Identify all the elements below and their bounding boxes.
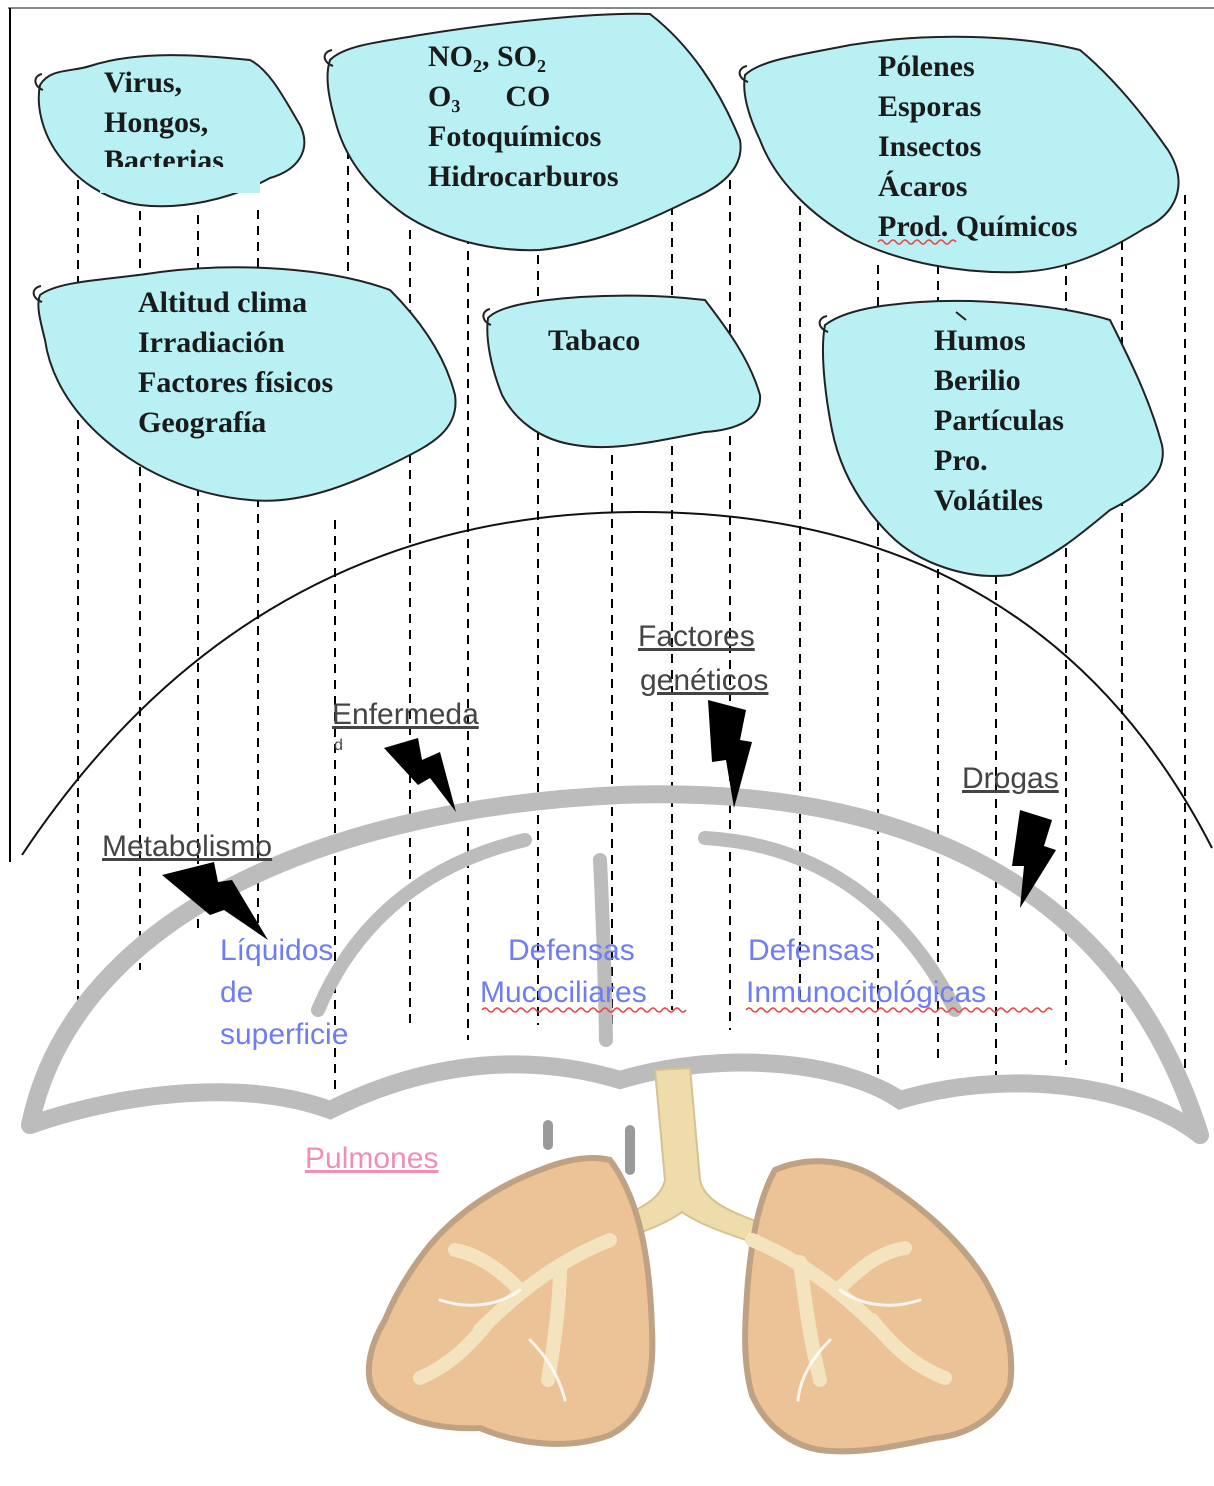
cloud-shape [487,296,760,448]
cloud-line: Berilio [934,364,1021,397]
cloud-line: Altitud clima [138,286,307,319]
right-lung [745,1161,1011,1451]
cloud-line: Pólenes [878,50,975,83]
defense-line: Líquidos [220,934,333,967]
cloud-line: Hongos, [104,106,208,139]
factor-metabolismo-label: Metabolismo [102,830,272,863]
cloud-pollutants: NO₂, SO₂ O₃ CO Fotoquímicos Hidrocarburo… [325,14,741,250]
defense-line: Inmunocitológicas [746,976,986,1009]
lightning-bolt-icon [384,738,456,812]
factor-geneticos-label-line1: Factores [638,620,755,653]
defense-inmuno-label: Defensas Inmunocitológicas [746,934,986,1009]
defense-mucociliares-label: Defensas Mucociliares [480,934,647,1009]
cloud-line: Esporas [878,90,981,123]
lower-defense-line [30,1063,1200,1135]
defense-line: Defensas [508,934,635,967]
cloud-line: Insectos [878,130,981,163]
lungs-illustration [369,1068,1011,1451]
cloud-line: NO₂, SO₂ [428,40,546,73]
defense-line: de [220,976,253,1009]
factor-drogas-label: Drogas [962,762,1059,795]
cloud-line: O₃ CO [428,80,550,113]
factor-geneticos-label-line2: genéticos [640,664,768,697]
cloud-biological: Virus, Hongos, Bacterias [35,55,304,206]
cloud-line: Pro. [934,444,988,477]
cloud-line: Volátiles [934,484,1043,517]
cloud-occupational: Humos Berilio Partículas Pro. Volátiles [820,301,1163,576]
lungs-label: Pulmones [305,1142,438,1175]
cloud-line: Ácaros [878,170,967,203]
cloud-physical: Altitud clima Irradiación Factores físic… [34,267,456,500]
defense-line: superficie [220,1018,348,1051]
cloud-text-clip [100,167,260,193]
cloud-line: Factores físicos [138,366,333,399]
cloud-tobacco: Tabaco [483,296,760,448]
cloud-line: Hidrocarburos [428,160,619,193]
cloud-line: Tabaco [548,324,640,357]
cloud-line: Prod. Químicos [878,210,1077,243]
cloud-allergens: Pólenes Esporas Insectos Ácaros Prod. Qu… [740,37,1179,272]
cloud-line: Irradiación [138,326,285,359]
cloud-text: Tabaco [548,324,640,357]
defense-line: Mucociliares [480,976,647,1009]
cloud-line: Humos [934,324,1026,357]
cloud-line: Virus, [104,66,182,99]
defense-line: Defensas [748,934,875,967]
factor-enfermedad-tail: d [334,737,343,754]
cloud-line: Partículas [934,404,1064,437]
cloud-line: Geografía [138,406,266,439]
cloud-line: Fotoquímicos [428,120,601,153]
factor-enfermedad-label: Enfermeda [332,698,479,731]
